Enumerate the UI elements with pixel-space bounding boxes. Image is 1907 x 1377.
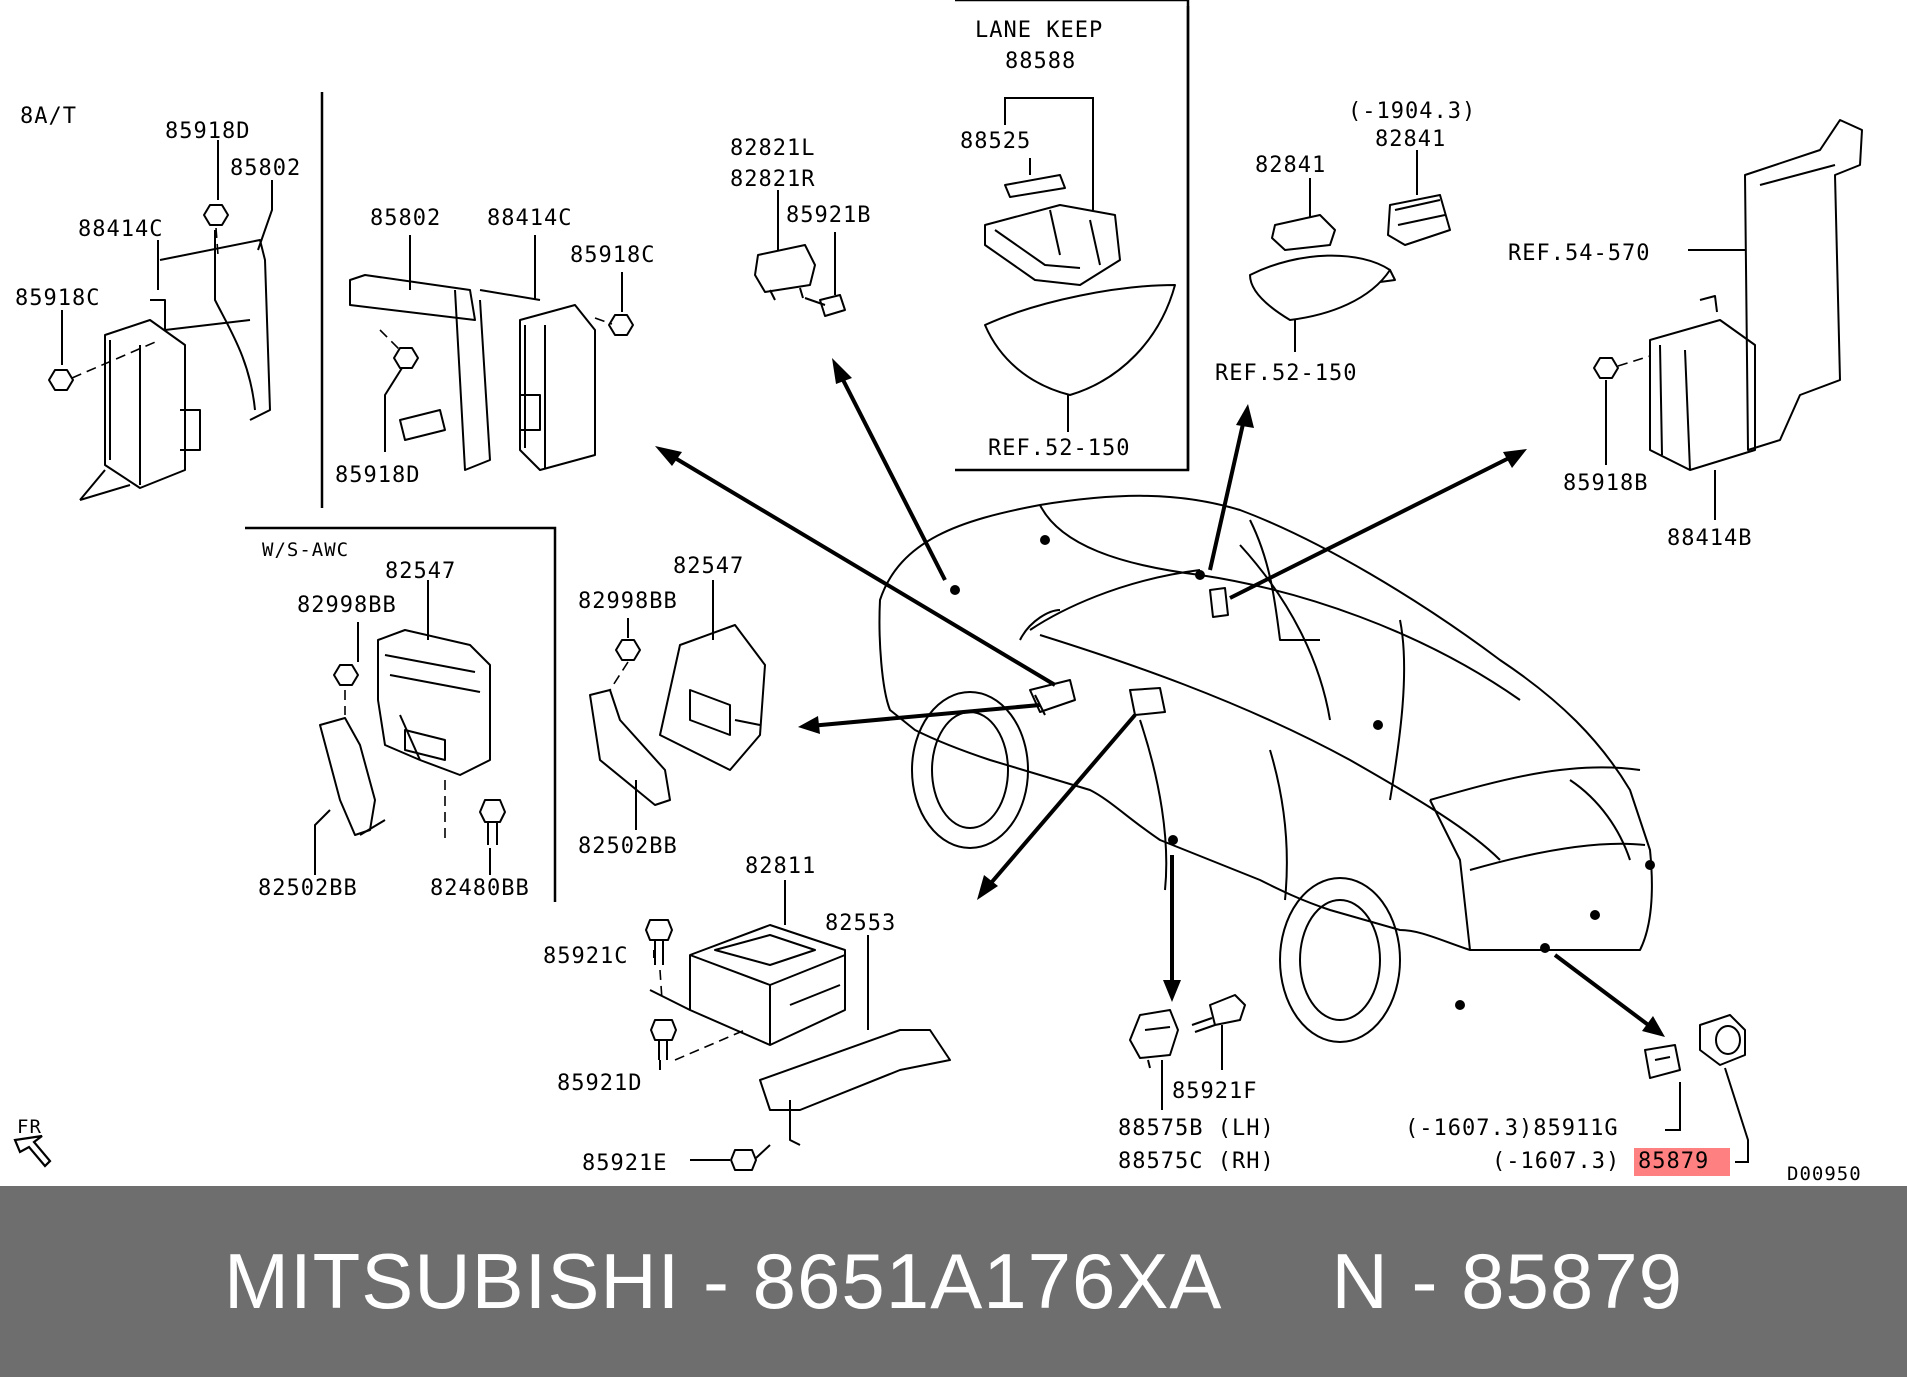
bolt-85921e xyxy=(730,1144,771,1171)
parts-diagram: 8A/T 85918D 85802 88414C 85918C 85802 88… xyxy=(13,0,1863,1185)
dash-mid-b xyxy=(379,329,401,351)
label-85921e: 85921E xyxy=(582,1151,667,1176)
label-82841-b: 82841 xyxy=(1375,127,1446,152)
label-88414c-b: 88414C xyxy=(487,206,572,231)
mount-points xyxy=(950,535,1655,1010)
nut-85918d-a xyxy=(203,204,229,226)
ecu-82547-drawing xyxy=(589,624,766,806)
sensor-85879-drawing xyxy=(1644,1014,1746,1079)
label-85921d: 85921D xyxy=(557,1071,642,1096)
ecu-8at-drawing xyxy=(79,230,271,501)
label-82998bb-a: 82998BB xyxy=(297,593,397,618)
label-82502bb-a: 82502BB xyxy=(258,876,358,901)
label-88414c-a: 88414C xyxy=(78,217,163,242)
label-85918b: 85918B xyxy=(1563,471,1648,496)
fr-arrow-icon xyxy=(13,1134,52,1168)
sensor-82821-drawing xyxy=(754,244,846,317)
label-88525: 88525 xyxy=(960,129,1031,154)
dash-8at-b xyxy=(215,227,219,256)
frame-ws-awc xyxy=(245,526,557,902)
bolt-85921c xyxy=(645,919,673,965)
dash-airbag-a xyxy=(659,969,663,1001)
dash-mid2-a xyxy=(609,661,629,691)
pointer-arrows xyxy=(655,358,1665,1037)
label-82502bb-b: 82502BB xyxy=(578,834,678,859)
nut-85918c-a xyxy=(48,369,74,391)
label-85921b: 85921B xyxy=(786,203,871,228)
label-85918d-a: 85918D xyxy=(165,119,250,144)
label-1904-3: (-1904.3) xyxy=(1348,99,1476,124)
label-85911g: (-1607.3)85911G xyxy=(1405,1116,1619,1141)
label-drawing-code: D00950 xyxy=(1787,1163,1862,1185)
ecu-82547-ws-drawing xyxy=(319,629,491,836)
console-bracket-part xyxy=(1029,587,1229,716)
leader-85879 xyxy=(1724,1067,1749,1163)
nut-82998bb-b xyxy=(615,639,641,661)
camera-88588-drawing xyxy=(984,174,1176,396)
bolt-85921d xyxy=(650,1019,677,1060)
label-lane-keep: LANE KEEP xyxy=(975,18,1103,43)
leader-82502bb-a xyxy=(314,809,331,875)
label-82547-b: 82547 xyxy=(673,554,744,579)
label-82998bb-b: 82998BB xyxy=(578,589,678,614)
leader-88588 xyxy=(1004,97,1094,210)
dash-right-a xyxy=(1617,355,1651,367)
label-ref-52-150-a: REF.52-150 xyxy=(988,436,1130,461)
leader-85911g xyxy=(1665,1082,1681,1131)
nut-85918b xyxy=(1593,357,1619,379)
nut-85918d-b xyxy=(393,347,419,369)
dash-airbag-b xyxy=(674,1029,746,1061)
label-88588: 88588 xyxy=(1005,49,1076,74)
label-85918d-b: 85918D xyxy=(335,463,420,488)
label-85918c-b: 85918C xyxy=(570,243,655,268)
dash-mid-a xyxy=(594,317,613,325)
label-fr: FR xyxy=(17,1116,42,1138)
ecu-88414b-drawing xyxy=(1649,119,1863,471)
part-labels: 8A/T 85918D 85802 88414C 85918C 85802 88… xyxy=(15,18,1862,1185)
label-82811: 82811 xyxy=(745,854,816,879)
label-ref-52-150-b: REF.52-150 xyxy=(1215,361,1357,386)
dash-8at-a xyxy=(71,339,161,379)
label-85879-prefix: (-1607.3) xyxy=(1492,1149,1620,1174)
label-88575b: 88575B (LH) xyxy=(1118,1116,1275,1141)
label-82841-a: 82841 xyxy=(1255,153,1326,178)
sensor-82841-drawing xyxy=(1249,194,1451,321)
label-85802-b: 85802 xyxy=(370,206,441,231)
vehicle-outline xyxy=(878,494,1653,1043)
label-88414b: 88414B xyxy=(1667,526,1752,551)
label-82821r: 82821R xyxy=(730,167,815,192)
label-ws-awc: W/S-AWC xyxy=(262,539,349,561)
leader-85918d-b xyxy=(384,367,403,452)
ecu-82811-drawing xyxy=(649,924,951,1146)
label-88575c: 88575C (RH) xyxy=(1118,1149,1275,1174)
ecu-88414c-drawing xyxy=(349,274,596,471)
label-82821l: 82821L xyxy=(730,136,815,161)
footer-banner: MITSUBISHI - 8651A176XA N - 85879 xyxy=(0,1186,1907,1377)
label-8at: 8A/T xyxy=(20,104,77,129)
sensor-88575-drawing xyxy=(1129,1009,1179,1069)
label-ref-54-570: REF.54-570 xyxy=(1508,241,1650,266)
label-85921f: 85921F xyxy=(1172,1079,1257,1104)
nut-85918c-b xyxy=(608,314,634,336)
label-82480bb: 82480BB xyxy=(430,876,530,901)
bolt-85921f xyxy=(1191,994,1246,1033)
leader-85802-a xyxy=(257,180,273,251)
bolt-82480bb xyxy=(479,799,506,845)
label-82553: 82553 xyxy=(825,911,896,936)
nut-82998bb-a xyxy=(333,664,359,686)
label-85918c-a: 85918C xyxy=(15,286,100,311)
label-85802-a: 85802 xyxy=(230,156,301,181)
label-85921c: 85921C xyxy=(543,944,628,969)
highlight-85879 xyxy=(1634,1148,1730,1176)
label-82547-a: 82547 xyxy=(385,559,456,584)
label-85879: 85879 xyxy=(1638,1149,1709,1174)
footer-part-number: MITSUBISHI - 8651A176XA N - 85879 xyxy=(223,1237,1683,1325)
